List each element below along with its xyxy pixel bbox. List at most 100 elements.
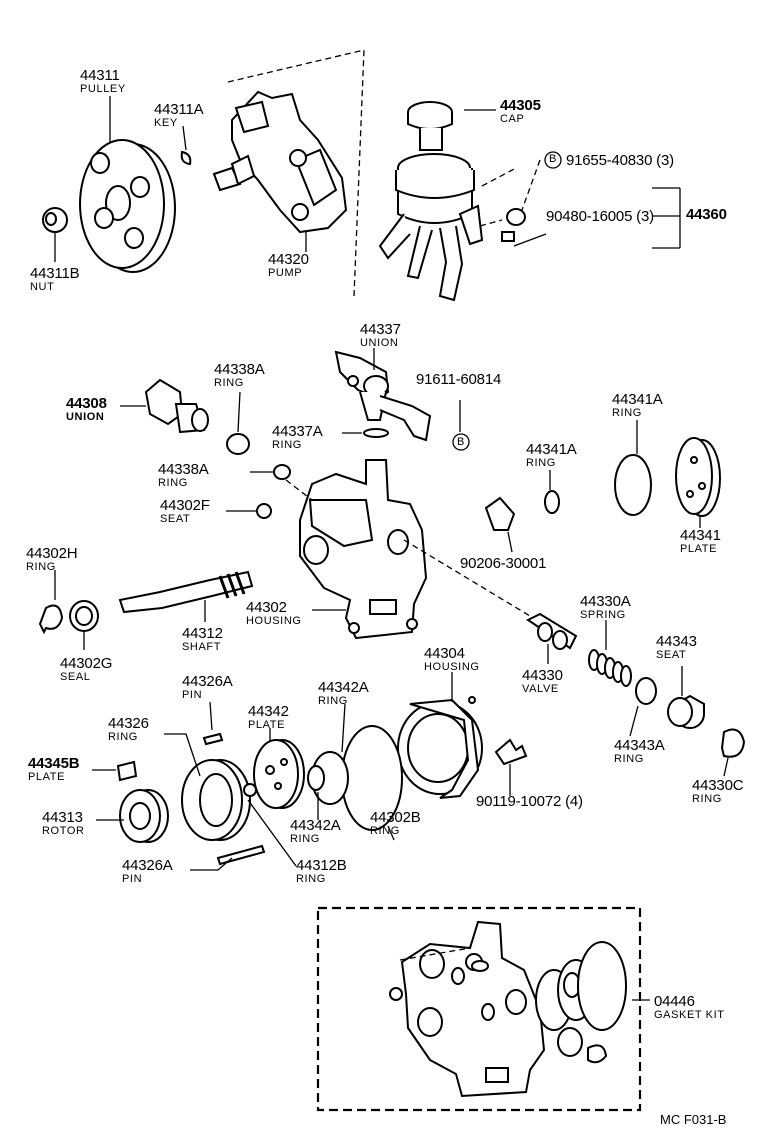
part-name: RING	[614, 753, 644, 765]
label-ring-44341a-small: 44341A RING	[526, 442, 577, 469]
part-name: UNION	[66, 411, 105, 423]
housing-44304-drawing	[397, 672, 483, 799]
label-ring-44326: 44326 RING	[108, 716, 149, 743]
label-91611-60814: 91611-60814	[416, 372, 501, 387]
label-91655-40830: 91655-40830 (3)	[566, 153, 674, 168]
part-number: 44338A	[158, 461, 209, 478]
pin-44326a-top-drawing	[202, 701, 224, 746]
part-name: KEY	[154, 117, 178, 129]
part-name: SEAT	[160, 513, 191, 525]
figure-code: MC F031-B	[660, 1112, 727, 1127]
part-name: HOUSING	[246, 615, 302, 627]
rotor-drawing	[96, 789, 169, 843]
part-name: PULLEY	[80, 83, 126, 95]
part-number: 44342A	[318, 679, 369, 696]
part-name: SEAL	[60, 671, 91, 683]
part-number: 44330	[522, 667, 563, 684]
part-number: 44312	[182, 625, 223, 642]
part-number: 44311B	[30, 265, 80, 282]
part-number: 44304	[424, 645, 465, 662]
shaft-drawing	[38, 570, 254, 650]
label-pulley: 44311 PULLEY	[80, 68, 126, 95]
label-housing-44304: 44304 HOUSING	[424, 646, 480, 673]
label-ring-44302b: 44302B RING	[370, 810, 421, 837]
part-number: 44312B	[296, 857, 347, 874]
label-plate-44345b: 44345B PLATE	[28, 755, 80, 783]
part-number: 44311A	[154, 101, 204, 118]
part-number: 44341A	[612, 391, 663, 408]
ring-44326-drawing	[164, 733, 251, 841]
part-number: 44326A	[122, 857, 173, 874]
part-name: RING	[612, 407, 642, 419]
part-number: 44302G	[60, 655, 113, 672]
part-name: RING	[290, 833, 320, 845]
part-name: RING	[108, 731, 138, 743]
part-name: RING	[370, 825, 400, 837]
part-number: 44308	[66, 395, 107, 412]
label-44360: 44360	[686, 207, 727, 222]
part-name: ROTOR	[42, 825, 85, 837]
label-pump: 44320 PUMP	[268, 252, 309, 279]
part-number: 91655-40830 (3)	[566, 152, 674, 169]
ref-mark-b-top	[544, 151, 562, 169]
part-number: 90206-30001	[460, 555, 547, 572]
label-90119-10072: 90119-10072 (4)	[476, 794, 583, 809]
part-number: 44337A	[272, 423, 323, 440]
part-name: RING	[26, 561, 56, 573]
ring-plate-44341-drawing	[544, 420, 721, 528]
label-ring-44342a-bottom: 44342A RING	[290, 818, 341, 845]
part-name: PLATE	[248, 719, 286, 731]
part-number: 44330C	[692, 777, 744, 794]
part-number: 44338A	[214, 361, 265, 378]
label-ring-44343a: 44343A RING	[614, 738, 665, 765]
part-number: 44360	[686, 206, 727, 223]
plate-44345b-drawing	[92, 760, 138, 782]
label-plate-44341: 44341 PLATE	[680, 528, 721, 555]
part-name: VALVE	[522, 683, 559, 695]
part-number: 44343	[656, 633, 697, 650]
label-rotor: 44313 ROTOR	[42, 810, 85, 837]
pulley-drawing	[79, 96, 176, 273]
label-plate-44342: 44342 PLATE	[248, 704, 289, 731]
pump-drawing	[212, 49, 365, 297]
part-number: 44337	[360, 321, 401, 338]
part-name: PLATE	[680, 543, 718, 555]
part-name: SPRING	[580, 609, 626, 621]
label-shaft: 44312 SHAFT	[182, 626, 223, 653]
label-90480-16005: 90480-16005 (3)	[546, 209, 654, 224]
label-ring-44330c: 44330C RING	[692, 777, 744, 805]
part-name: RING	[272, 439, 302, 451]
label-seat-44343: 44343 SEAT	[656, 634, 697, 661]
rings-upper-drawing	[226, 391, 470, 519]
part-number: 44341A	[526, 441, 577, 458]
part-name: NUT	[30, 281, 55, 293]
label-ring-44341a-large: 44341A RING	[612, 392, 663, 419]
part-number: 44320	[268, 251, 309, 268]
housing-44302-drawing	[285, 459, 531, 640]
part-number: 44302F	[160, 497, 210, 514]
part-name: RING	[318, 695, 348, 707]
gasket-kit-drawing	[316, 906, 650, 1112]
part-number: 44326	[108, 715, 149, 732]
ref-mark-b-top-letter: B	[549, 153, 557, 165]
label-ring-44338a-lower: 44338A RING	[158, 462, 209, 489]
part-number: 44326A	[182, 673, 233, 690]
label-ring-44342a-top: 44342A RING	[318, 680, 369, 707]
part-number: 44345B	[28, 755, 80, 772]
bolt-90119-drawing	[494, 738, 528, 796]
label-ring-44338a-top: 44338A RING	[214, 362, 265, 389]
label-ring-44302h: 44302H RING	[26, 545, 78, 573]
part-number: 91611-60814	[416, 371, 502, 388]
part-number: 44342A	[290, 817, 341, 834]
part-number: 44342	[248, 703, 289, 720]
ref-mark-b-mid-letter: B	[457, 436, 465, 448]
part-name: SEAT	[656, 649, 687, 661]
part-name: RING	[526, 457, 556, 469]
part-name: CAP	[500, 113, 525, 125]
part-name: RING	[692, 793, 722, 805]
label-gasket-kit: 04446 GASKET KIT	[654, 994, 725, 1021]
part-name: RING	[296, 873, 326, 885]
label-cap: 44305 CAP	[500, 98, 541, 125]
part-number: 44302H	[26, 545, 78, 562]
pin-44326a-bottom-drawing	[190, 799, 297, 871]
